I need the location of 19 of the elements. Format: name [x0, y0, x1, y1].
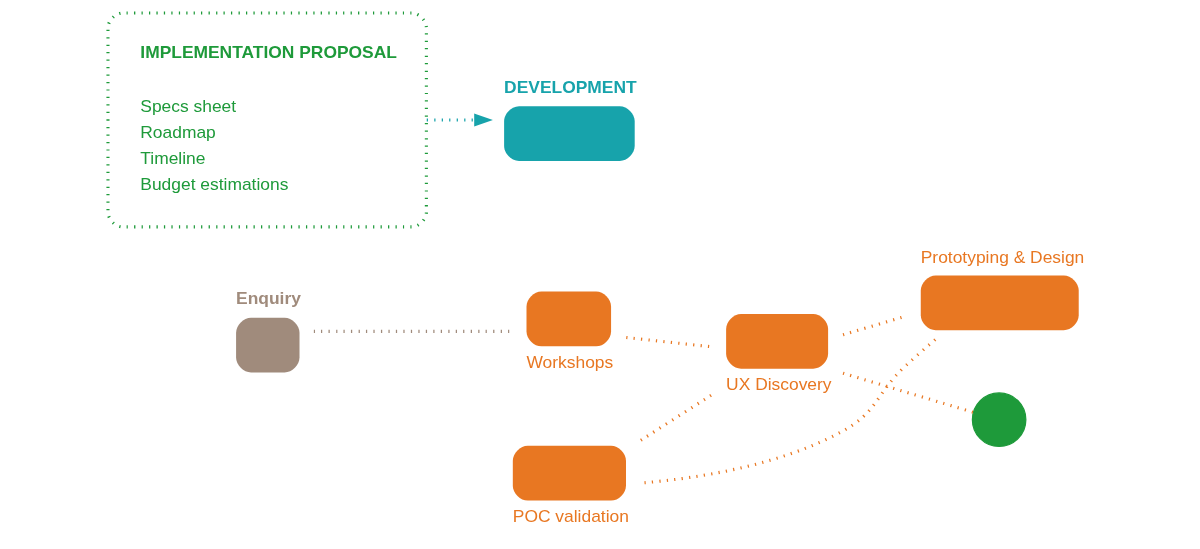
node-box: [526, 291, 611, 347]
connector: [639, 393, 712, 442]
node-label: POC validation: [512, 505, 629, 526]
connector: [640, 338, 936, 485]
node-box: IMPLEMENTATION PROPOSAL Specs sheet Roadmap Timeline Budget estimations: [105, 11, 428, 229]
node-box: [920, 275, 1079, 331]
node-box: [503, 106, 635, 161]
node-circle: [971, 392, 1026, 448]
node-box: [512, 445, 626, 501]
node-label: Prototyping & Design: [920, 247, 1084, 268]
node-label: Enquiry: [235, 288, 301, 309]
connector: [842, 371, 974, 414]
node-box: [725, 314, 828, 369]
connector: [625, 335, 711, 349]
node-label: Workshops: [526, 351, 613, 372]
node-label: UX Discovery: [725, 374, 832, 395]
arrow: [426, 113, 493, 127]
node-label: DEVELOPMENT: [503, 76, 637, 97]
node-box: [235, 317, 299, 373]
